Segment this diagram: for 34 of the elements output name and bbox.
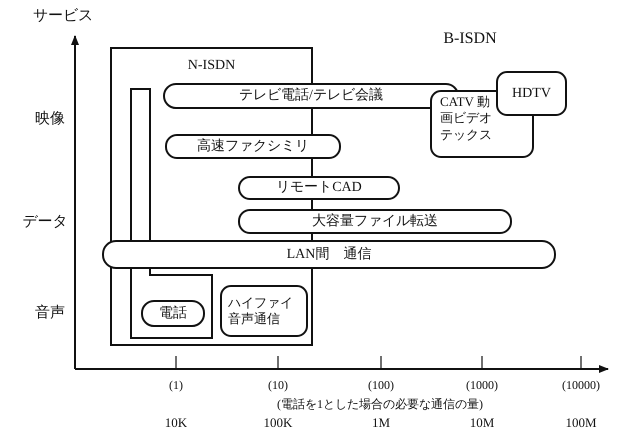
node-label: リモートCAD: [276, 179, 362, 197]
tick-label: (10): [268, 378, 288, 393]
axis-label: データ: [22, 213, 68, 231]
axis-label: サービス: [33, 7, 93, 25]
node-label: ハイファイ音声通信: [228, 294, 294, 328]
service-box: [141, 300, 205, 327]
tick-label: 100K: [264, 415, 292, 431]
tick-label: 100M: [565, 415, 597, 431]
tick-label: (10000): [562, 378, 600, 393]
node-label: 高速ファクシミリ: [197, 138, 309, 156]
tick-label: 10K: [164, 415, 188, 431]
node-label: HDTV: [512, 84, 551, 102]
tick-label: (1): [169, 378, 183, 393]
service-box: [496, 71, 567, 116]
service-box: [102, 240, 556, 269]
tick-label: 1M: [372, 415, 390, 431]
tick-label: (100): [368, 378, 394, 393]
axis-label: B-ISDN: [443, 30, 497, 48]
node-label: CATV 動画ビデオテックス: [440, 94, 493, 143]
service-box: [238, 176, 400, 200]
tick-label: 10M: [470, 415, 494, 431]
tick-label: (1000): [466, 378, 498, 393]
node-label: 大容量ファイル転送: [312, 212, 438, 230]
service-box: [220, 285, 308, 337]
node-label: LAN間 通信: [286, 246, 372, 264]
tick-label: (電話を1とした場合の必要な通信の量): [277, 396, 483, 413]
node-label: テレビ電話/テレビ会議: [239, 87, 383, 105]
node-label: N-ISDN: [188, 57, 236, 74]
service-box: [165, 134, 341, 159]
axis-label: 映像: [35, 110, 65, 128]
axis-label: 音声: [35, 303, 65, 322]
node-label: 電話: [159, 304, 187, 322]
service-box: [238, 209, 512, 234]
stepped-region-outline: [130, 88, 213, 339]
